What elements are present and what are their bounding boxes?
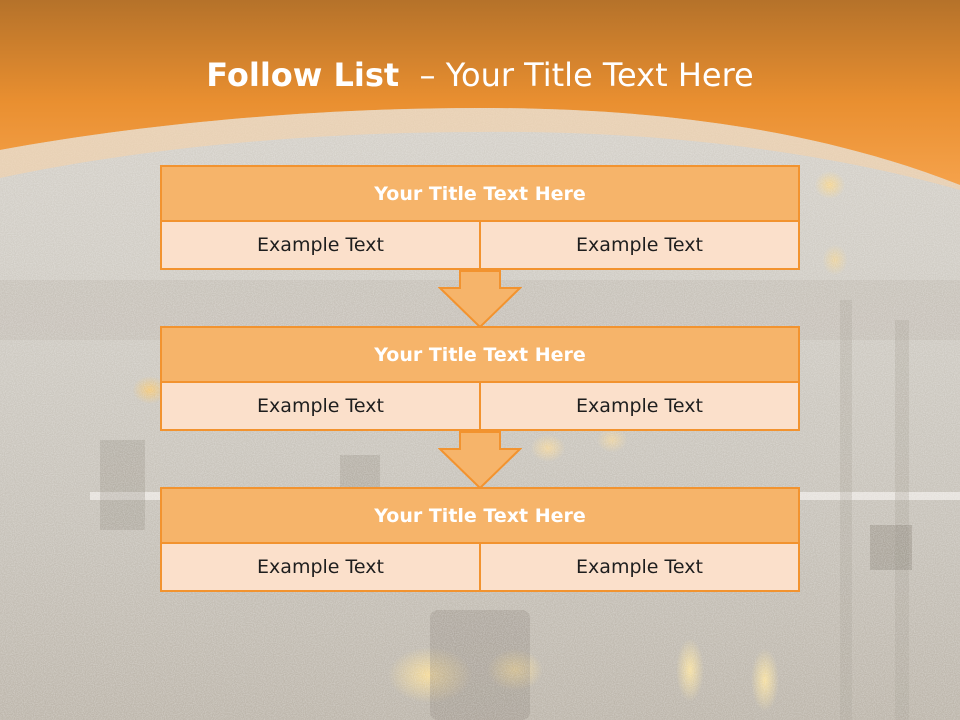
title-subtitle-part: – Your Title Text Here <box>419 56 754 94</box>
header-banner <box>0 0 960 190</box>
step-3-left-text: Example Text <box>162 544 481 590</box>
step-1-right-text: Example Text <box>481 222 798 268</box>
step-1-left-text: Example Text <box>162 222 481 268</box>
step-box-1: Your Title Text Here Example Text Exampl… <box>160 165 800 270</box>
step-2-right-text: Example Text <box>481 383 798 429</box>
step-2-left-text: Example Text <box>162 383 481 429</box>
step-3-right-text: Example Text <box>481 544 798 590</box>
step-3-title: Your Title Text Here <box>162 489 798 544</box>
step-box-3: Your Title Text Here Example Text Exampl… <box>160 487 800 592</box>
down-arrow-icon <box>438 270 522 328</box>
step-box-2: Your Title Text Here Example Text Exampl… <box>160 326 800 431</box>
slide-title: Follow List – Your Title Text Here <box>0 56 960 94</box>
step-2-title: Your Title Text Here <box>162 328 798 383</box>
down-arrow-icon <box>438 431 522 489</box>
step-1-title: Your Title Text Here <box>162 167 798 222</box>
title-bold-part: Follow List <box>206 56 400 94</box>
